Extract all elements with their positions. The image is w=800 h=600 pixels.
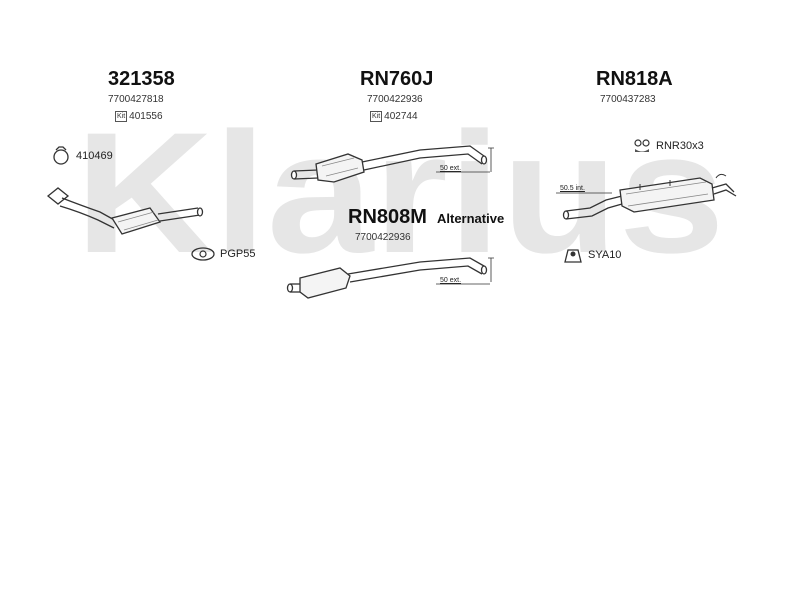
alternative-label: Alternative [437,211,505,226]
dimension-rear: 50.5 int. [560,185,585,192]
center-pipe-drawing [290,145,494,183]
oe-number-front: 7700427818 [108,94,164,105]
kit-number-front: 401556 [129,111,163,122]
kit-number-center: 402744 [384,111,418,122]
accessory-rubber: RNR30x3 [632,137,704,155]
alternative-pipe-drawing [286,257,494,299]
dimension-alternative-label: 50 ext. [440,277,462,284]
kit-center: Kit 402744 [370,111,418,122]
accessory-clamp: 410469 [50,146,113,166]
kit-front: Kit 401556 [115,111,163,122]
part-code-alternative: RN808M [348,206,427,228]
dimension-center-label: 50 ext. [440,165,462,172]
part-code-front: 321358 [108,68,175,90]
watermark-text: Klarius [75,97,725,289]
rubber-mount-icon [634,139,650,152]
kit-icon: Kit [115,111,128,122]
oe-number-alternative: 7700422936 [355,232,411,243]
clamp-icon [53,146,69,165]
gasket-icon [191,247,215,261]
oe-number-center: 7700422936 [367,94,423,105]
rear-silencer-drawing [556,173,737,220]
accessory-bracket-code: SYA10 [588,249,622,261]
accessory-gasket: PGP55 [190,246,255,262]
accessory-bracket: SYA10 [562,246,621,264]
part-code-center: RN760J [360,68,434,90]
accessory-rubber-code: RNR30x3 [656,140,704,152]
kit-icon: Kit [370,111,383,122]
dimension-center: 50 ext. [440,165,461,172]
dimension-rear-label: 50.5 int. [560,185,585,192]
front-pipe-drawing [46,187,204,235]
oe-number-rear: 7700437283 [600,94,656,105]
part-code-rear: RN818A [596,68,673,90]
accessory-gasket-code: PGP55 [220,248,256,260]
bracket-icon [564,249,582,263]
accessory-clamp-code: 410469 [76,150,113,162]
dimension-alternative: 50 ext. [440,277,461,284]
